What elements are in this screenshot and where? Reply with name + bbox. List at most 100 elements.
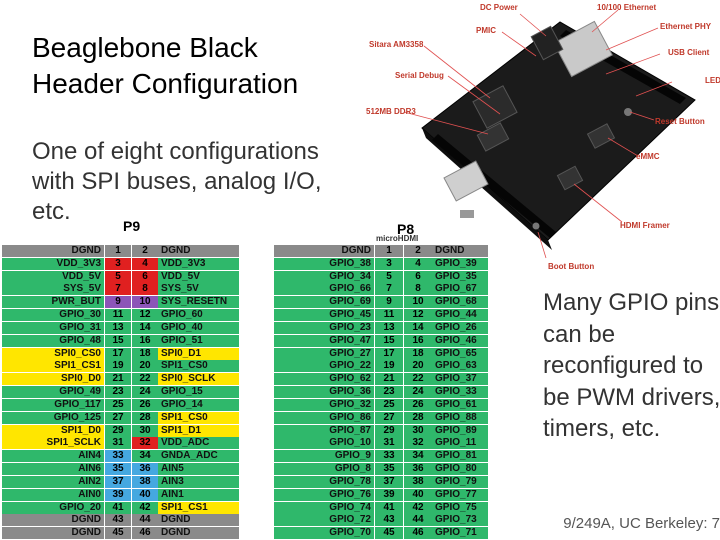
pin-name-left: GPIO_62 (274, 373, 374, 386)
pin-number-left: 35 (104, 463, 131, 476)
pin-number-right: 12 (403, 309, 432, 322)
pin-name-right: VDD_ADC (158, 437, 239, 450)
pin-name-left: DGND (2, 245, 104, 257)
pin-number-right: 28 (131, 411, 158, 424)
header-p9-strip (432, 134, 556, 238)
slide-subtitle: One of eight configurations with SPI bus… (32, 138, 322, 225)
pin-name-right: AIN5 (158, 463, 239, 476)
callout-dc-power: DC Power (480, 3, 518, 12)
pin-name-left: VDD_3V3 (2, 257, 104, 270)
pin-number-right: 24 (131, 386, 158, 399)
pin-number-right: 22 (131, 373, 158, 386)
pin-name-right: DGND (158, 527, 239, 540)
pin-number-left: 37 (374, 475, 403, 488)
pin-name-left: GPIO_86 (274, 411, 374, 424)
pin-name-right: GPIO_26 (432, 321, 488, 334)
pin-number-right: 16 (131, 334, 158, 347)
pin-number-left: 27 (374, 411, 403, 424)
pin-name-left: GPIO_27 (274, 347, 374, 360)
slide-title-line-2: Header Configuration (32, 68, 299, 99)
pin-name-left: GPIO_36 (274, 386, 374, 399)
pin-number-right: 14 (131, 321, 158, 334)
pin-number-right: 4 (131, 257, 158, 270)
pin-number-right: 2 (131, 245, 158, 257)
pin-name-left: DGND (274, 245, 374, 257)
pin-number-right: 32 (403, 437, 432, 450)
microhdmi-port (460, 210, 474, 218)
usb-host-port (443, 160, 489, 202)
pin-name-right: GPIO_14 (158, 398, 239, 411)
pin-name-left: GPIO_34 (274, 270, 374, 283)
pin-name-right: SYS_RESETN (158, 296, 239, 309)
slide-footer: 9/249A, UC Berkeley: 7 (563, 515, 720, 532)
pin-number-right: 38 (403, 475, 432, 488)
pin-number-left: 45 (374, 527, 403, 540)
pin-name-left: AIN4 (2, 450, 104, 463)
pin-name-right: GPIO_81 (432, 450, 488, 463)
pin-name-right: AIN3 (158, 475, 239, 488)
pin-name-right: DGND (158, 514, 239, 527)
pin-number-right: 36 (403, 463, 432, 476)
pin-number-left: 9 (374, 296, 403, 309)
pin-number-right: 30 (131, 424, 158, 437)
pin-number-left: 5 (374, 270, 403, 283)
pin-number-right: 46 (403, 527, 432, 540)
pin-number-left: 1 (104, 245, 131, 257)
pin-name-right: VDD_3V3 (158, 257, 239, 270)
pin-name-left: VDD_5V (2, 270, 104, 283)
hdmi-framer-chip (556, 165, 584, 191)
pin-name-left: GPIO_72 (274, 514, 374, 527)
pin-name-right: GPIO_63 (432, 360, 488, 373)
pin-number-left: 43 (104, 514, 131, 527)
pin-number-right: 12 (131, 309, 158, 322)
pin-number-left: 39 (374, 488, 403, 501)
pin-number-left: 29 (104, 424, 131, 437)
pin-number-right: 30 (403, 424, 432, 437)
pin-name-left: GPIO_76 (274, 488, 374, 501)
pin-number-left: 17 (104, 347, 131, 360)
pin-name-left: DGND (2, 527, 104, 540)
pin-number-right: 18 (403, 347, 432, 360)
pin-number-right: 22 (403, 373, 432, 386)
pin-name-right: SPI1_CS0 (158, 360, 239, 373)
pin-number-left: 15 (374, 334, 403, 347)
pin-number-right: 10 (131, 296, 158, 309)
callout-usb-client: USB Client (668, 48, 710, 57)
pin-number-left: 9 (104, 296, 131, 309)
pin-name-right: SPI1_CS1 (158, 501, 239, 514)
pin-name-right: GPIO_46 (432, 334, 488, 347)
pin-name-right: GPIO_88 (432, 411, 488, 424)
pin-name-left: GPIO_49 (2, 386, 104, 399)
pin-name-left: PWR_BUT (2, 296, 104, 309)
pin-name-right: GPIO_67 (432, 283, 488, 296)
pin-name-right: GPIO_11 (432, 437, 488, 450)
pin-name-left: SPI1_SCLK (2, 437, 104, 450)
pin-number-left: 33 (104, 450, 131, 463)
pin-number-right: 14 (403, 321, 432, 334)
pin-name-left: GPIO_47 (274, 334, 374, 347)
pin-name-right: GPIO_39 (432, 257, 488, 270)
pin-number-left: 31 (374, 437, 403, 450)
pin-number-right: 28 (403, 411, 432, 424)
pin-number-right: 36 (131, 463, 158, 476)
pin-name-left: GPIO_10 (274, 437, 374, 450)
